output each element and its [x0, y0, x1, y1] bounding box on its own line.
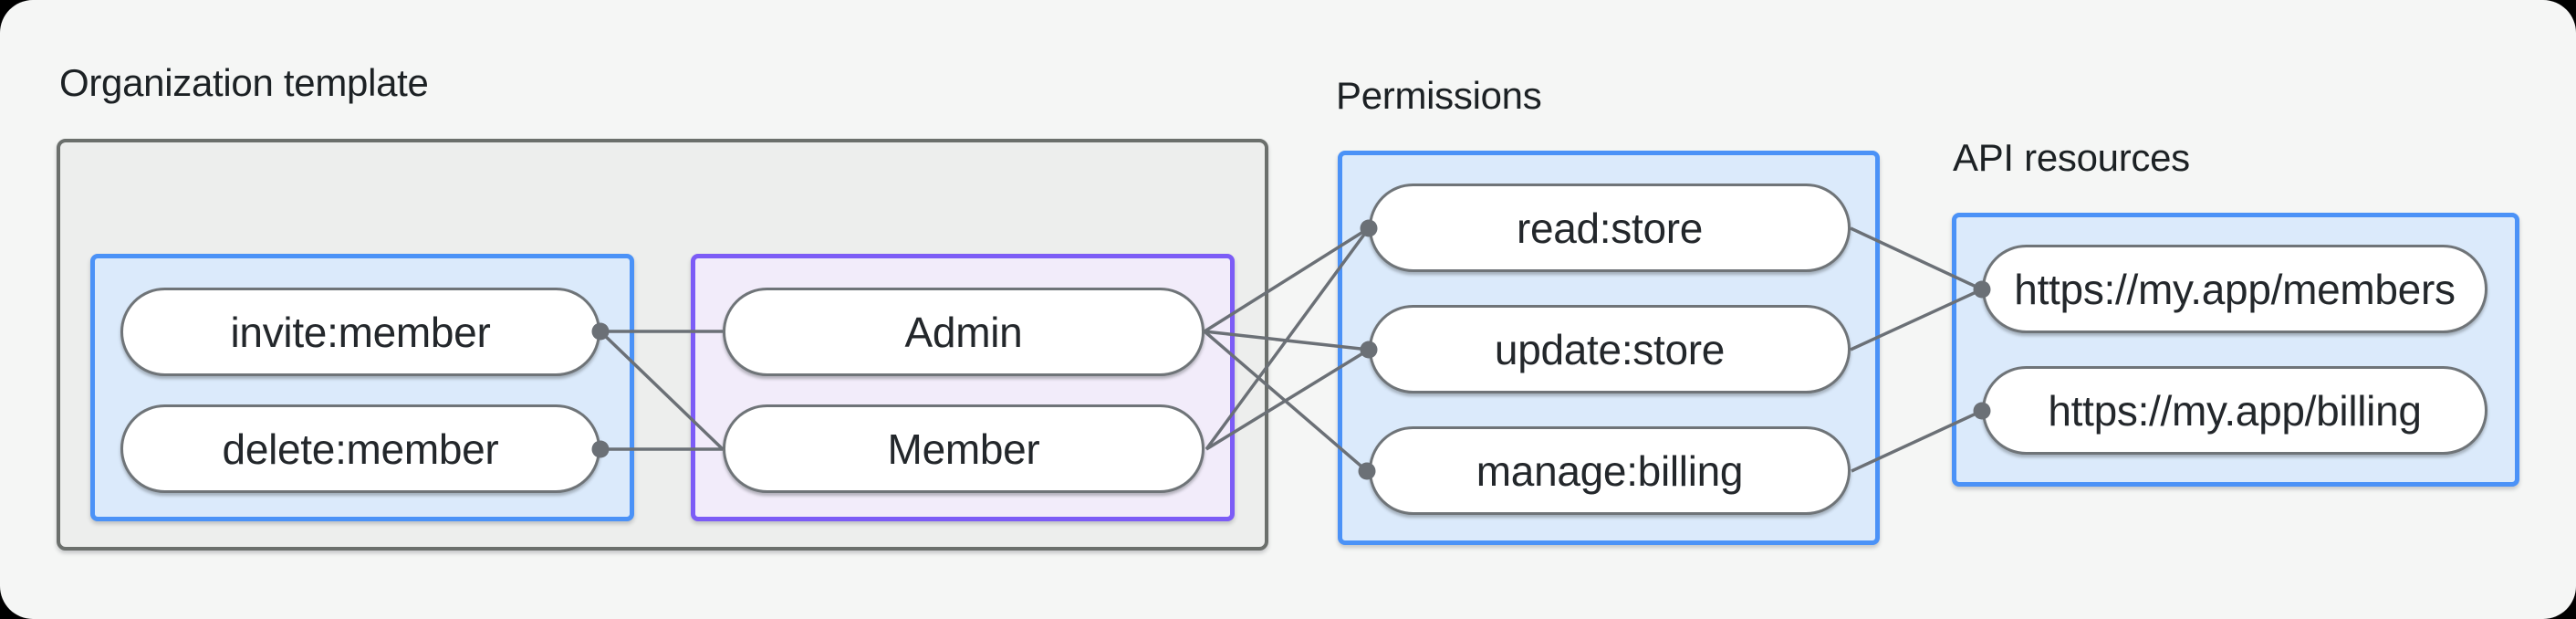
node-manage-billing: manage:billing [1369, 426, 1851, 515]
node-billing-api-url: https://my.app/billing [1982, 366, 2487, 455]
api-resources-label: API resources [1953, 136, 2190, 179]
node-member-role: Member [723, 404, 1205, 493]
org-template-label: Organization template [59, 61, 429, 104]
node-update-store: update:store [1369, 305, 1851, 393]
node-read-store: read:store [1369, 184, 1851, 272]
permissions-label: Permissions [1336, 74, 1542, 117]
node-delete-member: delete:member [120, 404, 600, 493]
node-members-api-url: https://my.app/members [1982, 245, 2487, 333]
node-admin-role: Admin [723, 288, 1205, 376]
node-invite-member: invite:member [120, 288, 600, 376]
